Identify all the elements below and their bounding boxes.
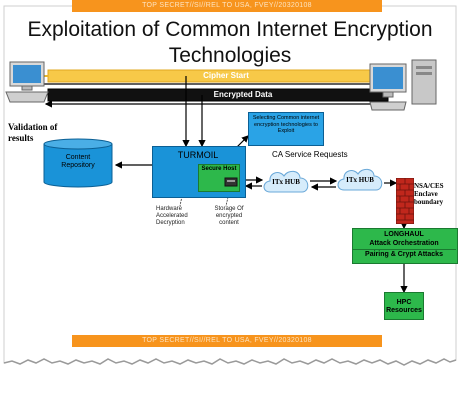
attack-orchestration-label: Attack Orchestration: [369, 240, 439, 247]
storage-disk-icon: [224, 177, 238, 187]
turmoil-label: TURMOIL: [177, 150, 219, 160]
firewall-icon: [396, 178, 414, 224]
content-repository-cylinder: [43, 138, 113, 188]
right-computer-icon: [369, 59, 437, 111]
left-computer-icon: [5, 61, 49, 103]
classification-banner-bottom: TOP SECRET//SI//REL TO USA, FVEY//203201…: [72, 335, 382, 347]
enclave-label: NSA/CES Enclave boundary: [414, 182, 444, 206]
hpc-box: HPC Resources: [384, 292, 424, 320]
selecting-note-box: Selecting Common internet encryption tec…: [248, 112, 324, 146]
itx-hub-cloud-2: [337, 168, 383, 191]
itx-hub-label-2: ITx HUB: [346, 176, 374, 184]
longhaul-box: [352, 228, 458, 264]
longhaul-label: LONGHAUL: [384, 231, 424, 238]
slide-title-line2: Technologies: [168, 44, 292, 67]
classification-banner-top: TOP SECRET//SI//REL TO USA, FVEY//203201…: [72, 0, 382, 12]
storage-label: Storage Of encrypted content: [214, 206, 244, 226]
ca-requests-label: CA Service Requests: [272, 150, 348, 159]
itx-hub-cloud-1: [263, 170, 309, 193]
pairing-label: Pairing & Crypt Attacks: [365, 251, 443, 258]
validation-label: Validation of results: [8, 122, 58, 143]
slide-title-line1: Exploitation of Common Internet Encrypti…: [27, 18, 433, 41]
content-repository-label: Content Repository: [61, 154, 95, 169]
hardware-decryption-label: Hardware Accelerated Decryption: [156, 206, 188, 226]
encrypted-data-label: Encrypted Data: [213, 90, 273, 99]
cipher-start-label: Cipher Start: [203, 71, 249, 80]
longhaul-divider: [352, 249, 456, 250]
itx-hub-label-1: ITx HUB: [272, 178, 300, 186]
